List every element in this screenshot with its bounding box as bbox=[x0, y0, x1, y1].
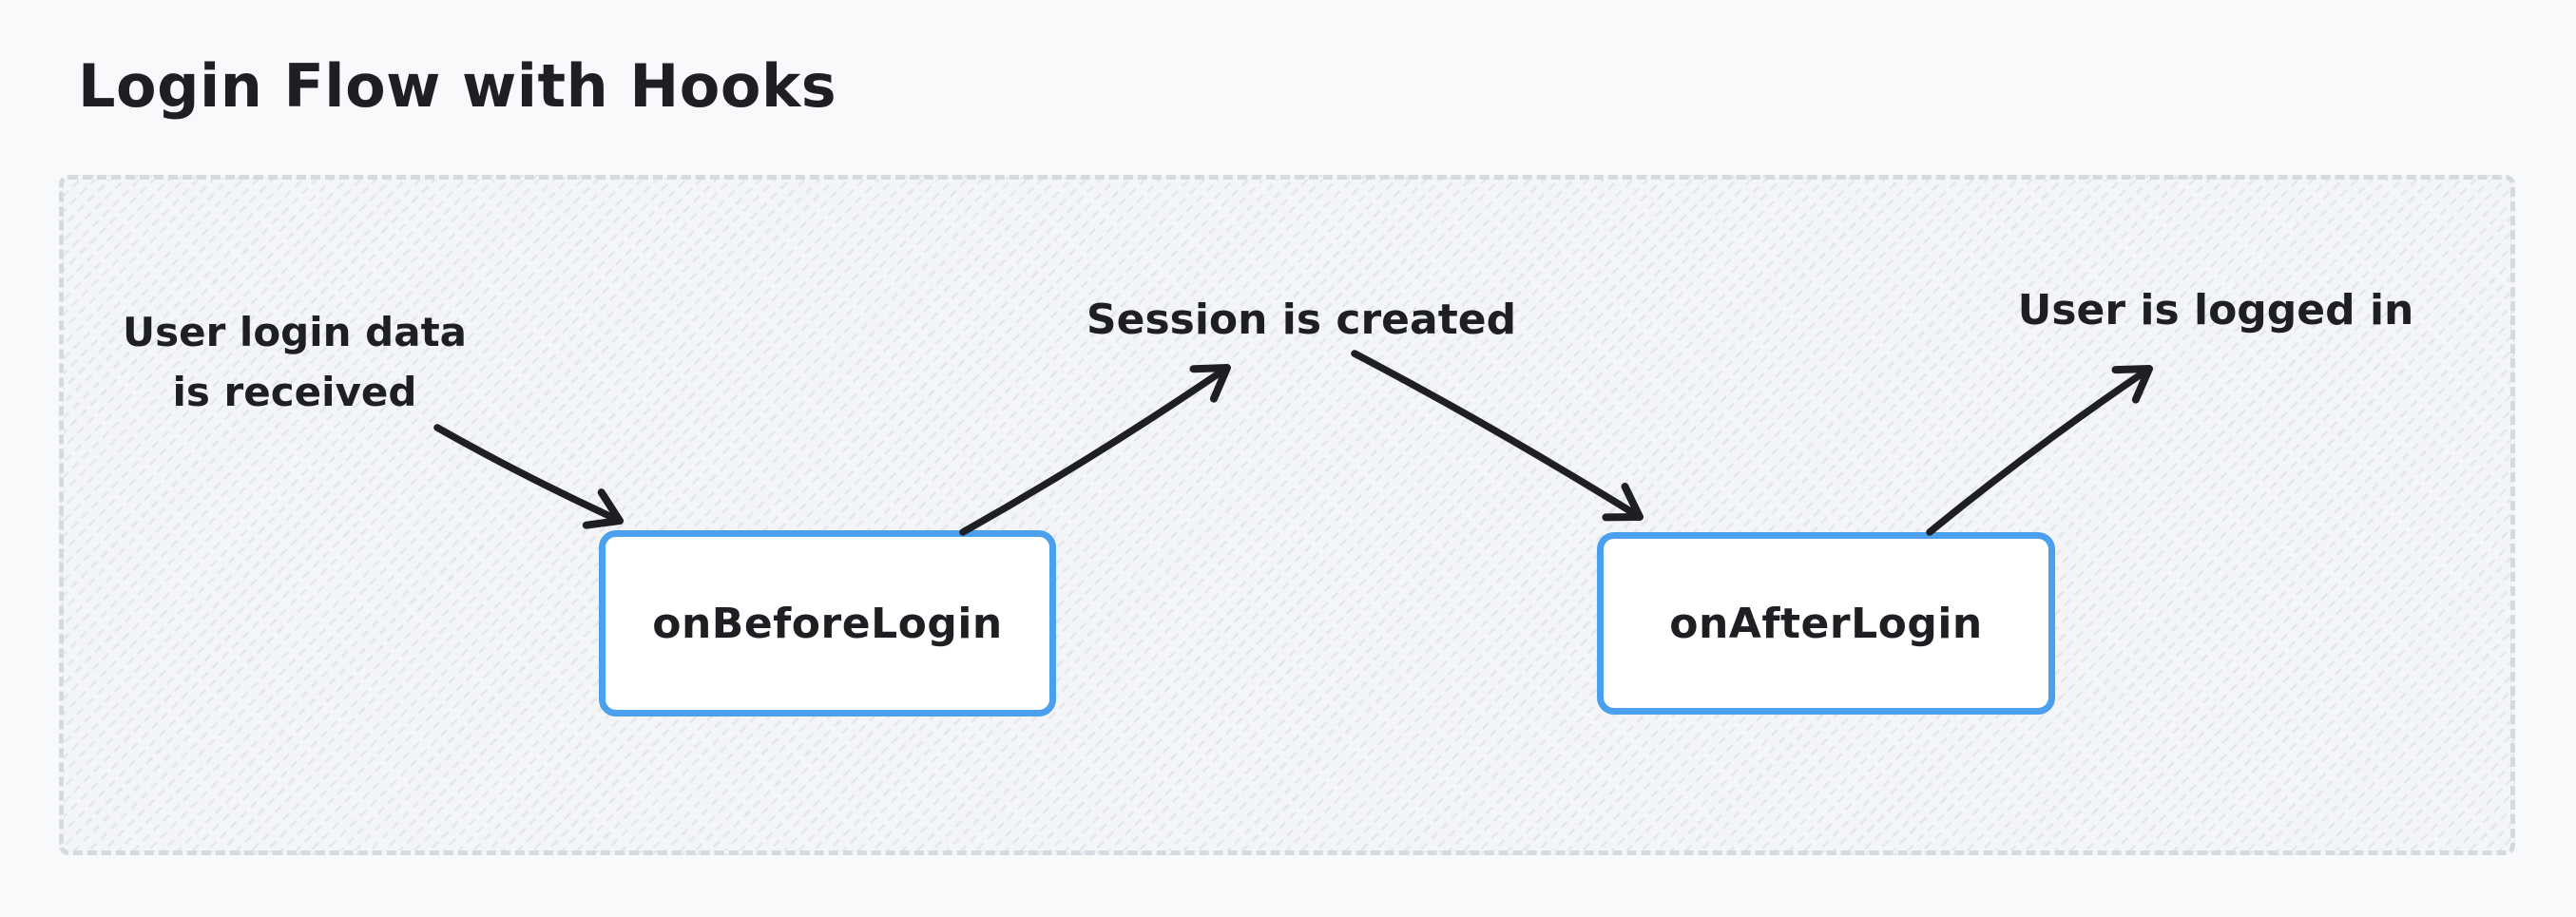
note-session-is-created: Session is created bbox=[1086, 296, 1517, 344]
node-onbeforelogin-label: onBeforeLogin bbox=[652, 599, 1003, 648]
page-title: Login Flow with Hooks bbox=[78, 51, 837, 121]
note-user-login-data-line2: is received bbox=[172, 369, 417, 415]
note-user-is-logged-in: User is logged in bbox=[2017, 286, 2414, 334]
node-onafterlogin-label: onAfterLogin bbox=[1669, 599, 1983, 648]
note-user-login-data-line1: User login data bbox=[123, 309, 467, 355]
node-onafterlogin: onAfterLogin bbox=[1597, 532, 2055, 715]
node-onbeforelogin: onBeforeLogin bbox=[599, 530, 1056, 716]
note-user-login-data: User login data is received bbox=[67, 302, 523, 422]
flow-frame bbox=[59, 175, 2515, 855]
